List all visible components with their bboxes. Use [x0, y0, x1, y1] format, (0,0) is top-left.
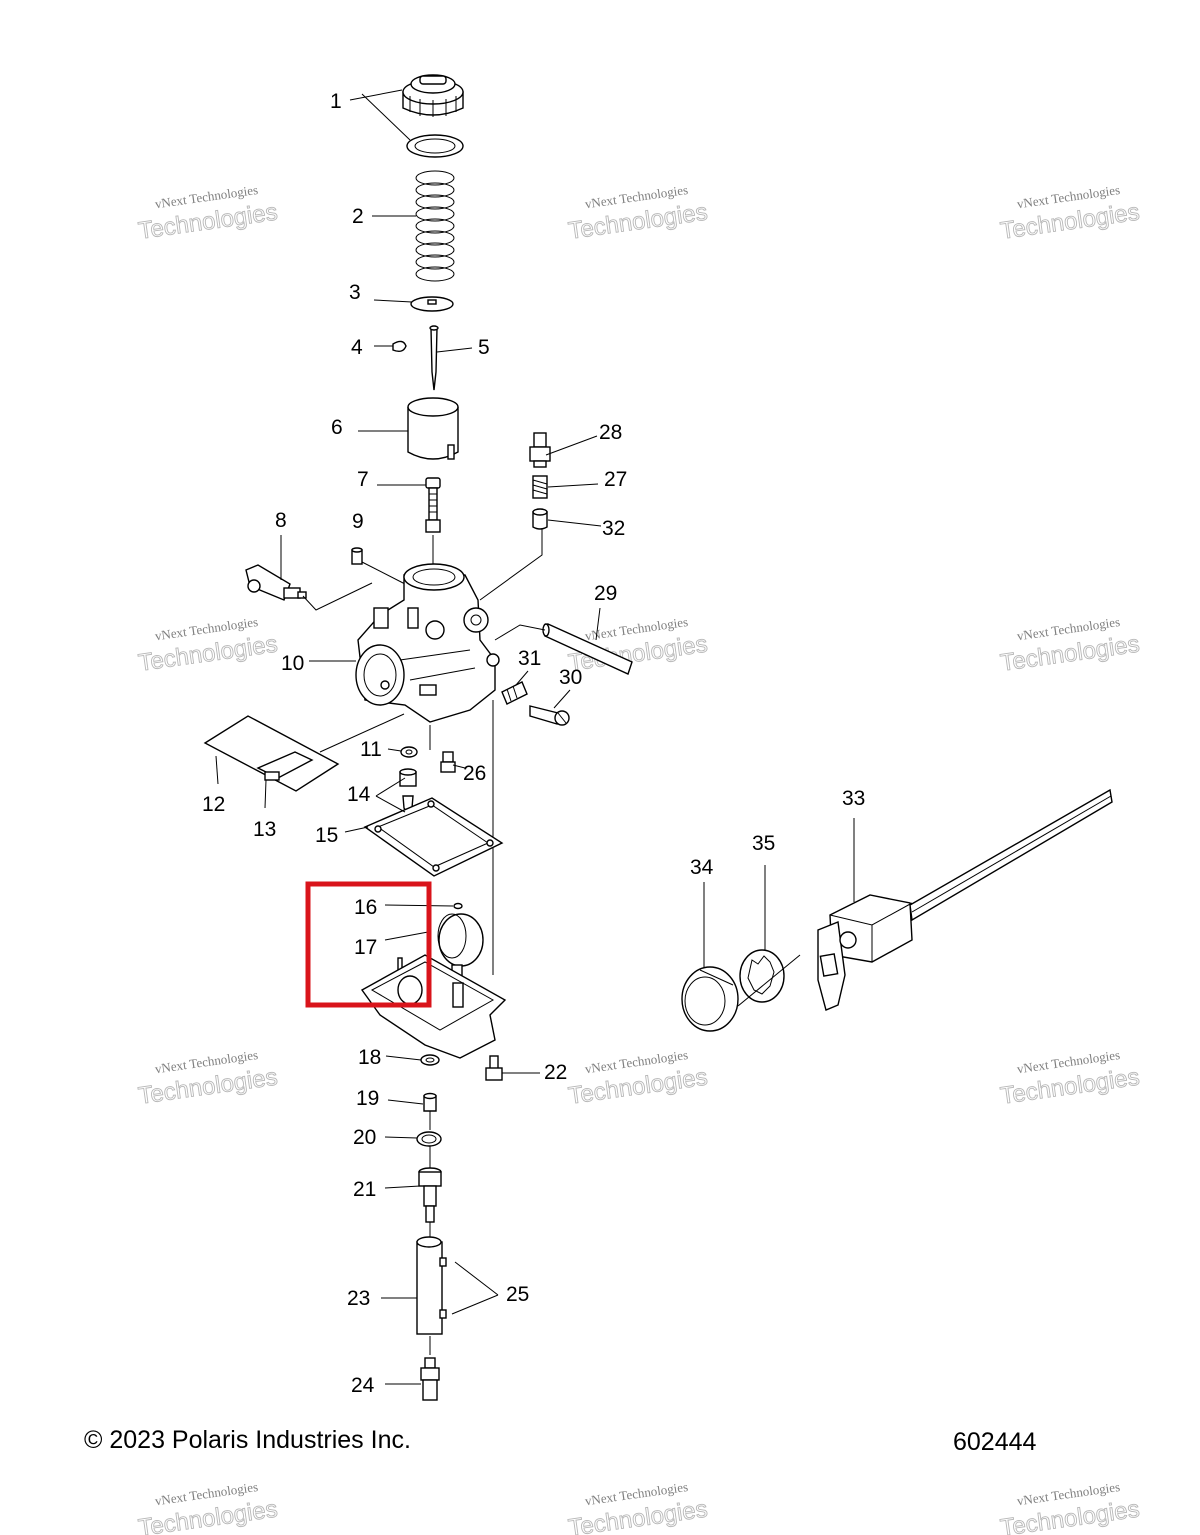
watermark: vNext Technologies Technologies	[998, 182, 1141, 245]
callout-12: 12	[202, 793, 225, 816]
watermark: vNext Technologies Technologies	[136, 182, 279, 245]
callout-8: 8	[275, 509, 287, 532]
callout-14: 14	[347, 783, 371, 806]
watermark: vNext Technologies Technologies	[998, 1047, 1141, 1110]
part-7-screw	[425, 477, 441, 533]
callout-6: 6	[331, 416, 343, 439]
part-22-screw	[485, 1055, 503, 1081]
watermark: vNext Technologies Technologies	[136, 1479, 279, 1535]
part-31-spring	[501, 681, 528, 705]
callout-23: 23	[347, 1287, 370, 1310]
diagram-number: 602444	[953, 1428, 1037, 1456]
part-16-float-pin	[453, 902, 463, 910]
callout-28: 28	[599, 421, 622, 444]
watermark: vNext Technologies Technologies	[566, 182, 709, 245]
part-35-lock-washer	[739, 949, 785, 1003]
part-18-washer	[420, 1054, 440, 1066]
leader-32-to-body	[479, 528, 543, 601]
callout-4: 4	[351, 336, 363, 359]
part-10-carb-body	[355, 563, 500, 723]
callout-34: 34	[690, 856, 714, 879]
callout-11: 11	[360, 738, 382, 761]
part-33-throttle-cable	[817, 788, 1113, 1011]
part-15-gasket	[363, 797, 504, 877]
watermark: vNext Technologies Technologies	[136, 614, 279, 677]
highlight-box	[305, 881, 432, 1008]
part-21-drain-fitting	[418, 1167, 442, 1223]
part-2-spring	[415, 170, 455, 282]
part-27-spring	[532, 475, 548, 499]
callout-20: 20	[353, 1126, 376, 1149]
part-28-fitting	[529, 432, 551, 468]
leader-29-axis	[494, 624, 546, 641]
callout-5: 5	[478, 336, 490, 359]
part-1-carb-cap	[402, 74, 464, 158]
watermark: vNext Technologies Technologies	[998, 614, 1141, 677]
callouts: 1 2 3 4 5 6 7 8 9 10 11 12 13 14 15 16 1…	[202, 90, 865, 1397]
watermarks: vNext Technologies Technologies vNext Te…	[136, 182, 1141, 1535]
leader-lines	[215, 89, 855, 1385]
leader-34-35-axis	[737, 954, 801, 1007]
callout-21: 21	[353, 1178, 376, 1201]
part-19-jet	[423, 1092, 437, 1112]
callout-29: 29	[594, 582, 617, 605]
copyright-text: © 2023 Polaris Industries Inc.	[84, 1426, 411, 1454]
callout-15: 15	[315, 824, 338, 847]
part-4-clip	[392, 340, 407, 353]
callout-3: 3	[349, 281, 361, 304]
part-26-jet	[440, 751, 456, 773]
part-29-tube	[542, 623, 633, 675]
part-13-bracket	[256, 751, 314, 781]
callout-17: 17	[354, 936, 377, 959]
leader-9	[361, 561, 408, 586]
callout-10: 10	[281, 652, 304, 675]
callout-24: 24	[351, 1374, 375, 1397]
part-24-drain-plug	[420, 1357, 440, 1401]
callout-7: 7	[357, 468, 369, 491]
part-34-nut	[681, 966, 739, 1032]
watermark: vNext Technologies Technologies	[998, 1479, 1141, 1535]
leader-12-to-body	[319, 713, 405, 753]
callout-9: 9	[352, 510, 364, 533]
callout-26: 26	[463, 762, 486, 785]
part-6-throttle-slide	[407, 397, 459, 460]
part-float-bowl	[360, 954, 507, 1059]
watermark: vNext Technologies Technologies	[566, 1047, 709, 1110]
callout-25: 25	[506, 1283, 529, 1306]
part-5-needle	[429, 325, 439, 391]
callout-13: 13	[253, 818, 276, 841]
part-8-sensor	[245, 564, 307, 601]
callout-32: 32	[602, 517, 625, 540]
part-30-screw	[529, 705, 570, 726]
part-32-plunger	[532, 508, 548, 530]
leader-8-to-body	[302, 582, 373, 611]
callout-33: 33	[842, 787, 865, 810]
callout-2: 2	[352, 205, 364, 228]
callout-30: 30	[559, 666, 582, 689]
callout-19: 19	[356, 1087, 379, 1110]
callout-1: 1	[330, 90, 342, 113]
part-11-washer	[400, 746, 418, 758]
part-3-retainer	[410, 296, 454, 312]
callout-27: 27	[604, 468, 627, 491]
part-23-drain-tube	[416, 1236, 447, 1335]
watermark: vNext Technologies Technologies	[566, 1479, 709, 1535]
callout-18: 18	[358, 1046, 381, 1069]
part-20-o-ring	[416, 1131, 442, 1147]
callout-31: 31	[518, 647, 541, 670]
watermark: vNext Technologies Technologies	[136, 1047, 279, 1110]
callout-22: 22	[544, 1061, 567, 1084]
callout-35: 35	[752, 832, 775, 855]
callout-16: 16	[354, 896, 377, 919]
part-9-pin	[351, 547, 363, 565]
